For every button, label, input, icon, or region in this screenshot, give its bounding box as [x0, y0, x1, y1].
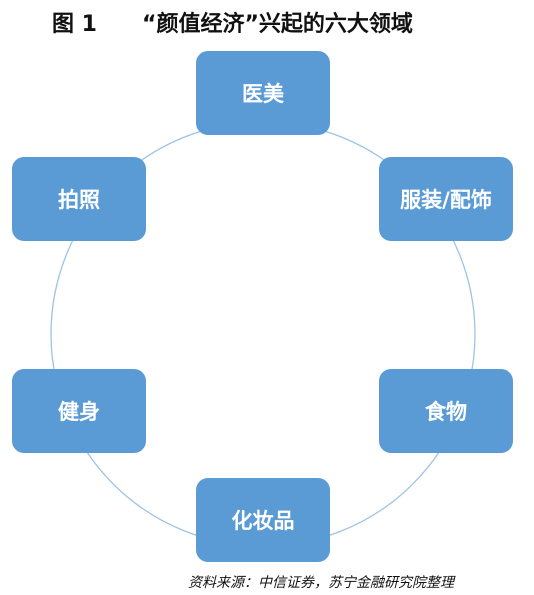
- node-clothing-accessories: 服装/配饰: [379, 157, 513, 241]
- node-food: 食物: [379, 369, 513, 453]
- figure-number: 图 1: [52, 12, 97, 37]
- node-photography: 拍照: [12, 157, 146, 241]
- figure-header: 图 1 “颜值经济”兴起的六大领域: [0, 6, 534, 37]
- node-fitness: 健身: [12, 369, 146, 453]
- node-medical-beauty: 医美: [196, 51, 330, 135]
- node-cosmetics: 化妆品: [196, 478, 330, 562]
- source-note: 资料来源：中信证券，苏宁金融研究院整理: [188, 575, 454, 591]
- figure-title: “颜值经济”兴起的六大领域: [142, 12, 413, 37]
